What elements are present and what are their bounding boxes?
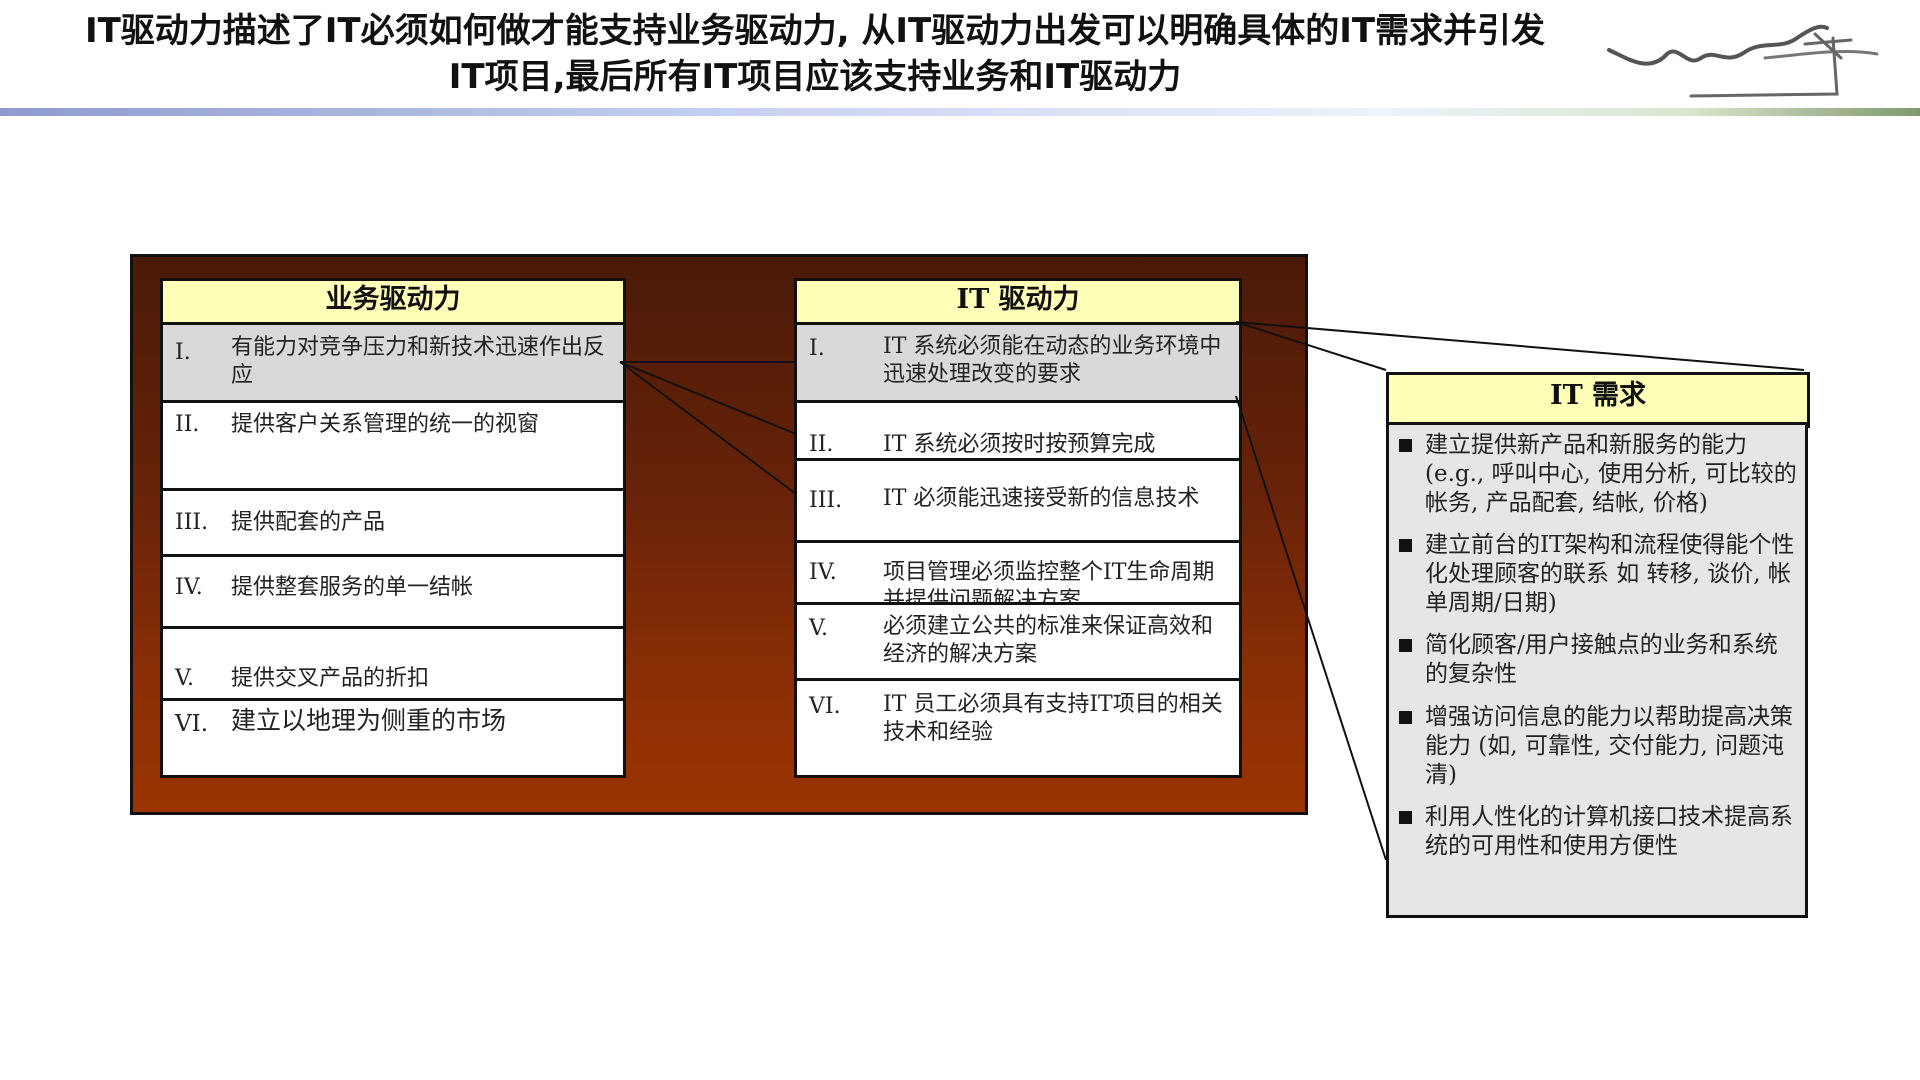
business-driver-3-num: III. bbox=[175, 510, 209, 535]
it-driver-2-text: IT 系统必须按时按预算完成 bbox=[883, 432, 1156, 457]
it-driver-2: II. IT 系统必须按时按预算完成 bbox=[794, 400, 1242, 466]
it-requirement-3-text: 简化顾客/用户接触点的业务和系统的复杂性 bbox=[1425, 632, 1778, 687]
it-driver-1-text: IT 系统必须能在动态的业务环境中迅速处理改变的要求 bbox=[883, 334, 1222, 387]
it-driver-5-text: 必须建立公共的标准来保证高效和经济的解决方案 bbox=[883, 614, 1214, 667]
business-driver-1-num: I. bbox=[175, 340, 191, 365]
it-requirement-5-text: 利用人性化的计算机接口技术提高系统的可用性和使用方便性 bbox=[1425, 804, 1793, 859]
square-bullet-icon bbox=[1399, 539, 1412, 552]
it-requirement-5: 利用人性化的计算机接口技术提高系统的可用性和使用方便性 bbox=[1399, 803, 1797, 861]
business-driver-4-num: IV. bbox=[175, 575, 203, 600]
business-driver-3-text: 提供配套的产品 bbox=[231, 510, 386, 535]
business-driver-4: IV. 提供整套服务的单一结帐 bbox=[160, 554, 626, 630]
it-driver-6-text: IT 员工必须具有支持IT项目的相关技术和经验 bbox=[883, 692, 1223, 745]
it-driver-6: VI. IT 员工必须具有支持IT项目的相关技术和经验 bbox=[794, 678, 1242, 778]
business-driver-5-text: 提供交叉产品的折扣 bbox=[231, 666, 430, 691]
square-bullet-icon bbox=[1399, 811, 1412, 824]
connector-line bbox=[619, 361, 797, 435]
business-drivers-header: 业务驱动力 bbox=[160, 278, 626, 328]
business-driver-6-text: 建立以地理为侧重的市场 bbox=[231, 706, 507, 735]
it-driver-4-num: IV. bbox=[809, 560, 837, 585]
it-requirement-3: 简化顾客/用户接触点的业务和系统的复杂性 bbox=[1399, 631, 1797, 689]
square-bullet-icon bbox=[1399, 439, 1412, 452]
square-bullet-icon bbox=[1399, 639, 1412, 652]
it-driver-5-num: V. bbox=[809, 616, 829, 641]
title-line-2: IT项目,最后所有IT项目应该支持业务和IT驱动力 bbox=[448, 57, 1182, 97]
square-bullet-icon bbox=[1399, 711, 1412, 724]
it-requirement-2: 建立前台的IT架构和流程使得能个性化处理顾客的联系 如 转移, 谈价, 帐单周期… bbox=[1399, 531, 1797, 618]
brush-logo-icon bbox=[1607, 24, 1879, 98]
title-line-1: IT驱动力描述了IT必须如何做才能支持业务驱动力, 从IT驱动力出发可以明确具体… bbox=[84, 11, 1546, 51]
it-requirement-2-text: 建立前台的IT架构和流程使得能个性化处理顾客的联系 如 转移, 谈价, 帐单周期… bbox=[1425, 532, 1795, 616]
business-driver-1: I. 有能力对竞争压力和新技术迅速作出反应 bbox=[160, 322, 626, 406]
business-driver-6: VI. 建立以地理为侧重的市场 bbox=[160, 698, 626, 778]
business-driver-5-num: V. bbox=[175, 666, 195, 691]
business-driver-2: II. 提供客户关系管理的统一的视窗 bbox=[160, 400, 626, 496]
it-requirement-4-text: 增强访问信息的能力以帮助提高决策能力 (如, 可靠性, 交付能力, 问题沌清) bbox=[1425, 704, 1793, 788]
business-driver-2-num: II. bbox=[175, 412, 200, 437]
it-driver-2-num: II. bbox=[809, 432, 834, 457]
it-driver-6-num: VI. bbox=[809, 694, 841, 719]
business-driver-6-num: VI. bbox=[175, 711, 209, 737]
business-driver-5: V. 提供交叉产品的折扣 bbox=[160, 626, 626, 706]
it-requirement-1-text: 建立提供新产品和新服务的能力 (e.g., 呼叫中心, 使用分析, 可比较的帐务… bbox=[1425, 432, 1797, 516]
connector-line bbox=[1235, 395, 1387, 861]
business-driver-4-text: 提供整套服务的单一结帐 bbox=[231, 575, 474, 600]
connector-line bbox=[619, 361, 797, 495]
business-driver-1-text: 有能力对竞争压力和新技术迅速作出反应 bbox=[231, 335, 606, 388]
connector-line bbox=[1235, 321, 1387, 371]
it-driver-4-text: 项目管理必须监控整个IT生命周期并提供问题解决方案 bbox=[883, 560, 1215, 610]
it-driver-4: IV. 项目管理必须监控整个IT生命周期并提供问题解决方案 bbox=[794, 540, 1242, 610]
page-title: IT驱动力描述了IT必须如何做才能支持业务驱动力, 从IT驱动力出发可以明确具体… bbox=[20, 8, 1610, 100]
it-requirement-1: 建立提供新产品和新服务的能力 (e.g., 呼叫中心, 使用分析, 可比较的帐务… bbox=[1399, 431, 1797, 518]
business-driver-2-text: 提供客户关系管理的统一的视窗 bbox=[231, 412, 540, 437]
it-driver-3: III. IT 必须能迅速接受新的信息技术 bbox=[794, 458, 1242, 548]
it-driver-3-num: III. bbox=[809, 488, 843, 513]
it-driver-1: I. IT 系统必须能在动态的业务环境中迅速处理改变的要求 bbox=[794, 322, 1242, 408]
it-driver-5: V. 必须建立公共的标准来保证高效和经济的解决方案 bbox=[794, 602, 1242, 686]
it-driver-1-num: I. bbox=[809, 336, 825, 361]
it-requirements-list: 建立提供新产品和新服务的能力 (e.g., 呼叫中心, 使用分析, 可比较的帐务… bbox=[1386, 422, 1808, 918]
connector-line bbox=[1235, 321, 1805, 371]
it-requirement-4: 增强访问信息的能力以帮助提高决策能力 (如, 可靠性, 交付能力, 问题沌清) bbox=[1399, 703, 1797, 790]
it-driver-3-text: IT 必须能迅速接受新的信息技术 bbox=[883, 486, 1200, 511]
it-drivers-header: IT 驱动力 bbox=[794, 278, 1242, 328]
title-underline bbox=[0, 108, 1920, 116]
